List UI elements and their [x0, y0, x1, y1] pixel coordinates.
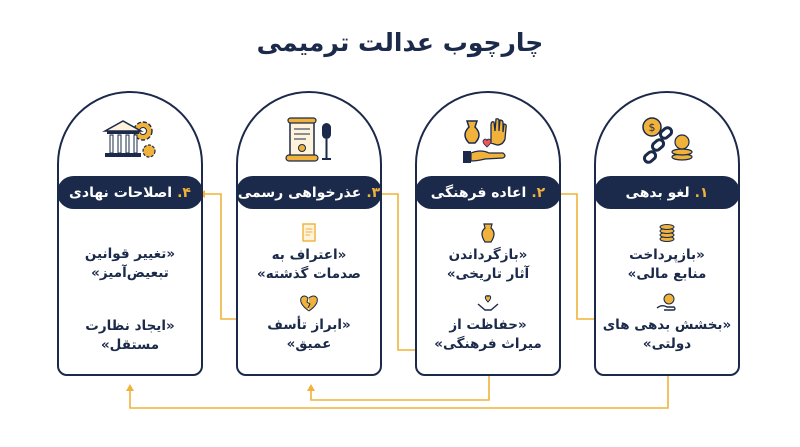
stage-3-item-2: «ابراز تأسف عمیق» [236, 292, 382, 354]
stage-2-item-1: «بازگرداندن آثار تاریخی» [415, 222, 561, 284]
item-text: «بازگرداندن آثار تاریخی» [446, 247, 530, 282]
hands-heart-icon [477, 295, 499, 311]
coin-stack-icon [659, 224, 675, 242]
broken-heart-icon [300, 295, 318, 312]
stage-3-item-1: «اعتراف به صدمات گذشته» [236, 222, 382, 284]
artifacts-hands-icon [463, 118, 507, 163]
item-text: «حفاظت از میراث فرهنگی» [434, 317, 542, 352]
arrowhead [126, 384, 134, 391]
stage-title-text: عذرخواهی رسمی [237, 184, 362, 201]
stage-title-4: ۴. اصلاحات نهادی [57, 176, 203, 209]
stage-card-4 [57, 91, 203, 376]
item-text: «ابراز تأسف عمیق» [267, 317, 351, 352]
item-text: «ایجاد نظارت مستقل» [85, 318, 175, 353]
hand-coin-icon [656, 293, 676, 311]
stage-number: ۲. [531, 184, 546, 201]
item-text: «اعتراف به صدمات گذشته» [257, 247, 361, 282]
connector-3-to-4 [205, 193, 236, 320]
stage-number: ۳. [366, 184, 381, 201]
document-icon [302, 223, 316, 242]
stage-title-1: ۱. لغو بدهی [594, 176, 740, 209]
stage-card-2 [415, 91, 561, 376]
page-title: چارچوب عدالت ترمیمی [256, 28, 544, 57]
item-text: «بخشش بدهی های دولتی» [602, 317, 732, 352]
stage-4-item-1: «تغییر قوانین تبعیض‌آمیز» [57, 245, 203, 283]
stage-title-2: ۲. اعاده فرهنگی [415, 176, 561, 209]
stage-title-text: لغو بدهی [625, 184, 690, 201]
scroll-microphone-icon [285, 117, 331, 162]
stage-1-item-1: «بازپرداخت منابع مالی» [594, 222, 740, 284]
institution-gear-icon [102, 120, 156, 158]
stage-title-3: ۳. عذرخواهی رسمی [236, 176, 382, 209]
stage-title-text: اعاده فرهنگی [430, 184, 527, 201]
connector-2-to-3 [382, 193, 415, 351]
item-text: «تغییر قوانین تبعیض‌آمیز» [84, 246, 176, 281]
stage-2-item-2: «حفاظت از میراث فرهنگی» [415, 292, 561, 354]
connector-1-to-2 [561, 193, 594, 320]
stage-4-item-2: «ایجاد نظارت مستقل» [57, 317, 203, 355]
feedback-loop-2 [310, 376, 490, 401]
stage-number: ۱. [694, 184, 709, 201]
item-text: «بازپرداخت منابع مالی» [627, 247, 707, 282]
svg-text:$: $ [649, 121, 656, 134]
stage-number: ۴. [177, 184, 191, 201]
arrowhead [307, 384, 315, 391]
feedback-loop-1 [129, 376, 669, 409]
stage-title-text: اصلاحات نهادی [69, 184, 173, 201]
vase-icon [481, 223, 495, 243]
stage-1-item-2: «بخشش بدهی های دولتی» [594, 292, 740, 354]
broken-chain-coins-icon: $ [642, 117, 693, 164]
